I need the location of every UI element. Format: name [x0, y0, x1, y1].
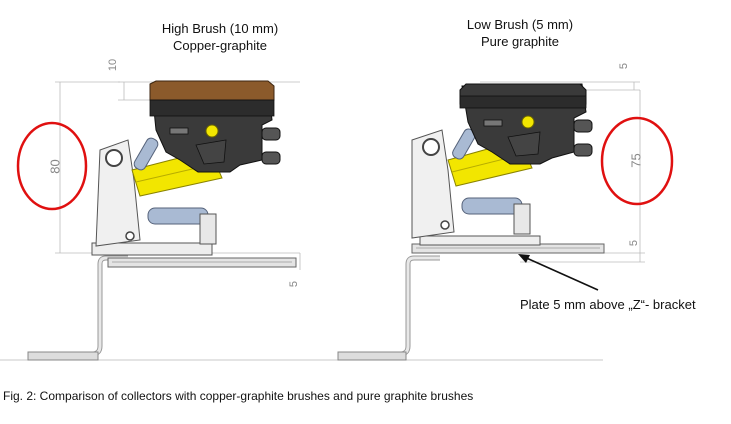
- right-dim-5-bottom-label: 5: [628, 239, 640, 247]
- left-dim-80-label: 80: [47, 159, 63, 174]
- right-pivot-hole: [422, 138, 440, 156]
- right-lever: [507, 131, 541, 157]
- left-connector-top: [261, 127, 281, 141]
- right-title: Low Brush (5 mm): [466, 17, 574, 32]
- right-yellow-knob: [521, 115, 535, 129]
- right-slot: [483, 119, 503, 127]
- left-dim-10-label: 10: [107, 58, 119, 72]
- left-z-bracket: [28, 255, 128, 357]
- left-slot: [169, 127, 189, 135]
- right-dim-5-top-label: 5: [618, 62, 630, 70]
- right-z-bracket: [338, 255, 440, 357]
- left-subtitle: Copper-graphite: [173, 38, 267, 53]
- right-roller-bracket: [513, 203, 531, 235]
- left-brush-band: [149, 99, 275, 117]
- annotation-arrow-line: [521, 255, 599, 291]
- right-connector-bottom: [573, 143, 593, 157]
- left-connector-bottom: [261, 151, 281, 165]
- annotation-text: Plate 5 mm above „Z“- bracket: [520, 297, 696, 312]
- left-frame: [95, 139, 141, 247]
- right-base-hole: [440, 220, 450, 230]
- left-base-plate: [91, 242, 213, 256]
- left-pivot-hole: [105, 149, 123, 167]
- right-assembly: [337, 81, 645, 361]
- left-assembly: [27, 80, 301, 361]
- left-highlight-circle: [16, 121, 88, 211]
- left-roller-upper: [133, 137, 159, 171]
- right-highlight-circle: [600, 116, 674, 206]
- left-lever: [195, 139, 227, 165]
- left-copper-brush: [149, 80, 275, 101]
- left-base-hole: [125, 231, 135, 241]
- left-roller-bracket: [199, 213, 217, 245]
- left-roller-lower: [147, 207, 209, 225]
- left-z-foot: [27, 351, 99, 361]
- annotation-arrow-head: [518, 254, 530, 263]
- left-title: High Brush (10 mm): [161, 21, 279, 36]
- right-connector-top: [573, 119, 593, 133]
- right-z-bracket-inner: [338, 256, 440, 356]
- right-z-foot: [337, 351, 407, 361]
- right-dim-75-label: 75: [628, 153, 644, 168]
- right-subtitle: Pure graphite: [480, 34, 560, 49]
- left-plate: [107, 257, 297, 268]
- figure-caption: Fig. 2: Comparison of collectors with co…: [3, 389, 474, 403]
- right-brush-band: [459, 95, 587, 109]
- right-roller-lower: [461, 197, 523, 215]
- right-frame: [411, 129, 455, 239]
- left-dim-5-label: 5: [288, 280, 300, 288]
- left-yellow-knob: [205, 124, 219, 138]
- left-z-bracket-inner: [28, 256, 128, 356]
- right-base-plate: [419, 235, 541, 246]
